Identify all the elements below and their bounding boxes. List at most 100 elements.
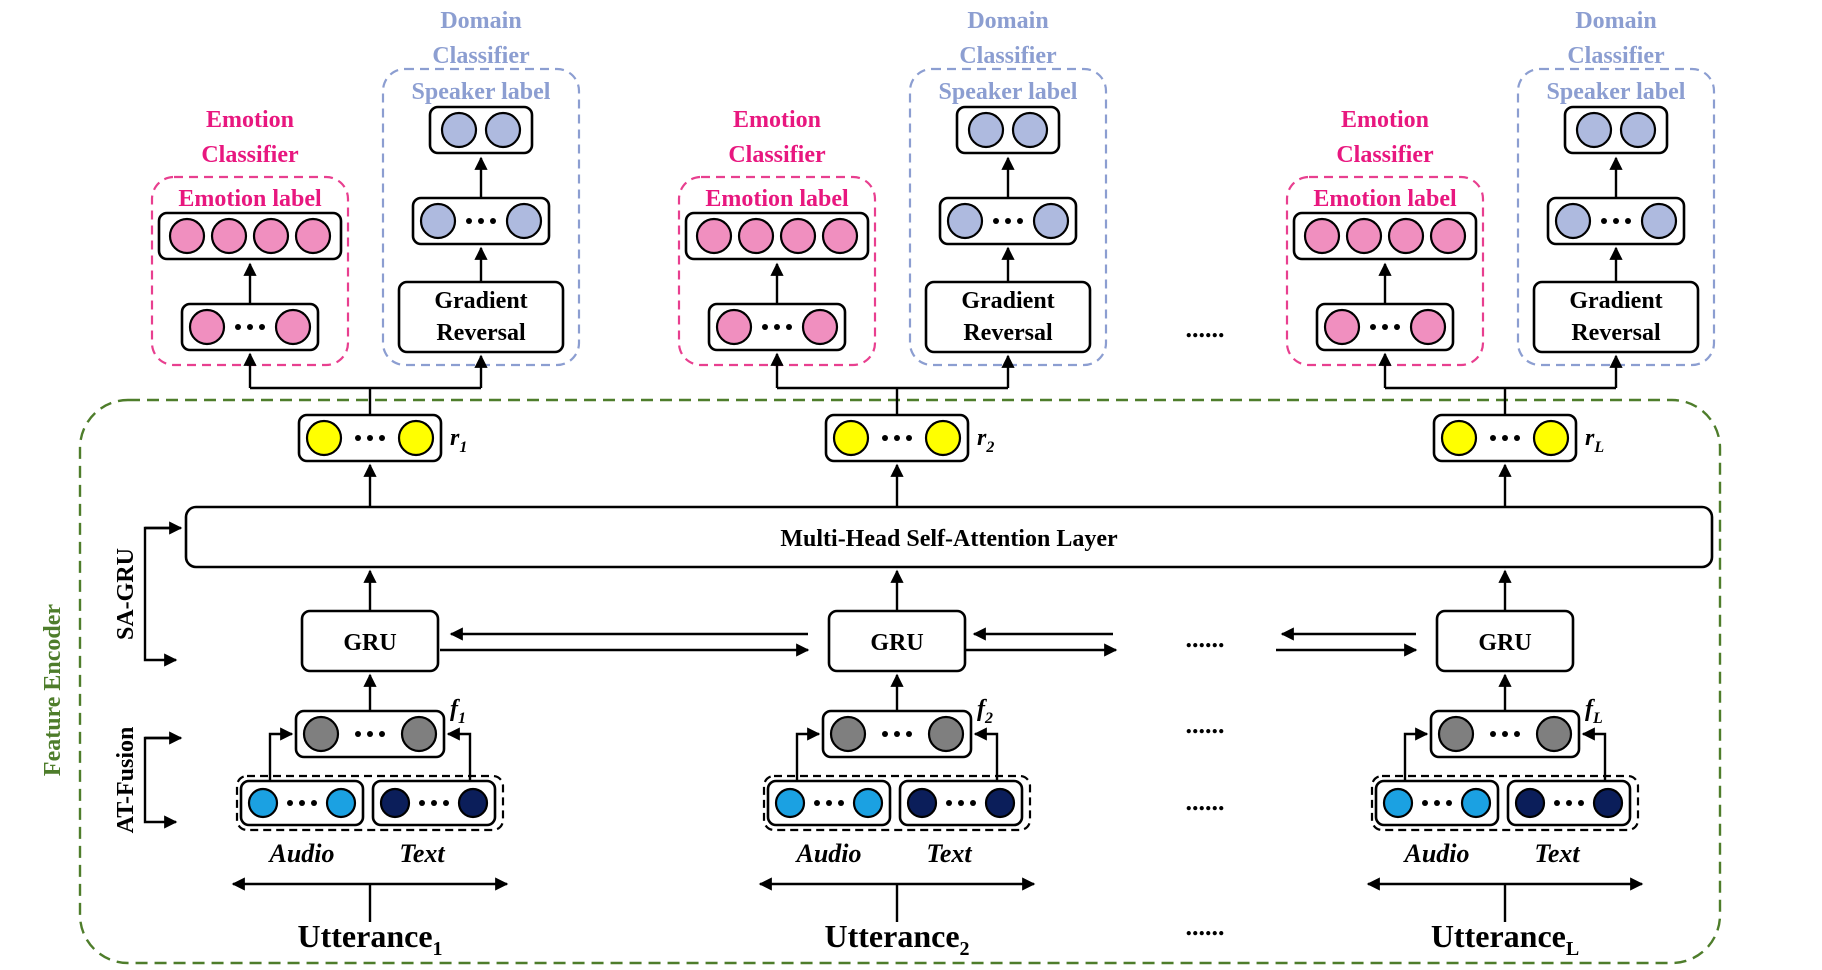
gru-label: GRU [1478, 630, 1531, 656]
fused-feature-label-subscript: 1 [458, 710, 466, 727]
ellipsis-dot [786, 324, 792, 330]
ellipsis-dot [367, 435, 373, 441]
emotion-hidden-node [1409, 308, 1447, 346]
ellipsis-dot [970, 800, 976, 806]
ellipsis-dot [490, 218, 496, 224]
ellipsis-dot [814, 800, 820, 806]
emotion-label-node [1387, 217, 1425, 255]
emotion-label-node [695, 217, 733, 255]
gradient-reversal-label: Gradient [1569, 288, 1662, 314]
output-vector-label-subscript: L [1593, 439, 1604, 456]
gradient-reversal-box [397, 280, 565, 354]
emotion-hidden-node [715, 308, 753, 346]
utterance-label-base: Utterance [1431, 918, 1566, 954]
emotion-classifier-title: Emotion [733, 107, 821, 133]
ellipsis-gru: ...... [1186, 624, 1225, 653]
emotion-hidden-node [1323, 308, 1361, 346]
gradient-reversal-box [1532, 280, 1700, 354]
utterance-label: UtteranceL [1431, 918, 1579, 960]
emotion-label-node [1345, 217, 1383, 255]
emotion-classifier-title: Emotion [1341, 107, 1429, 133]
attention-layer-label: Multi-Head Self-Attention Layer [780, 526, 1118, 552]
gradient-reversal-box [924, 280, 1092, 354]
audio-vector-node [774, 787, 806, 819]
audio-to-fusion-arrow [795, 727, 821, 781]
ellipsis-dot [774, 324, 780, 330]
speaker-label-node [1619, 111, 1657, 149]
text-to-fusion-arrow [1581, 727, 1607, 781]
domain-hidden-node [1640, 202, 1678, 240]
fused-feature-label-subscript: L [1592, 710, 1603, 727]
text-label: Text [926, 839, 972, 868]
emotion-classifier-title: Emotion [206, 107, 294, 133]
text-label: Text [399, 839, 445, 868]
gradient-reversal-label: Reversal [1571, 320, 1661, 346]
ellipsis-dot [894, 731, 900, 737]
ellipsis-dot [355, 731, 361, 737]
ellipsis-dot [894, 435, 900, 441]
text-vector-node [379, 787, 411, 819]
utterance-label-subscript: L [1566, 938, 1579, 960]
fused-feature-node [829, 715, 867, 753]
ellipsis-dot [882, 731, 888, 737]
ellipsis-dot [1502, 435, 1508, 441]
ellipsis-dot [1446, 800, 1452, 806]
ellipsis-dot [762, 324, 768, 330]
emotion-label-title: Emotion label [1313, 186, 1457, 212]
at-fusion-label: AT-Fusion [113, 727, 139, 834]
ellipsis-dot [1578, 800, 1584, 806]
ellipsis-dot [379, 731, 385, 737]
emotion-label-node [1429, 217, 1467, 255]
output-vector-label: r2 [977, 425, 994, 456]
ellipsis-dot [367, 731, 373, 737]
gradient-reversal-label: Gradient [961, 288, 1054, 314]
domain-hidden-node [1032, 202, 1070, 240]
emotion-label-node [821, 217, 859, 255]
ellipsis-dot [993, 218, 999, 224]
ellipsis-dot [1017, 218, 1023, 224]
fused-feature-label: fL [1585, 696, 1603, 727]
text-vector-node [906, 787, 938, 819]
domain-classifier-title: Classifier [1567, 43, 1665, 69]
audio-label: Audio [267, 839, 334, 868]
fused-feature-node [400, 715, 438, 753]
speaker-label-title: Speaker label [1547, 79, 1686, 105]
ellipsis-dot [838, 800, 844, 806]
fused-feature-node [1535, 715, 1573, 753]
audio-vector-node [1460, 787, 1492, 819]
emotion-classifier-title: Classifier [728, 142, 826, 168]
at-fusion-bracket: AT-Fusion [113, 727, 183, 834]
ellipsis-dot [882, 435, 888, 441]
gru-label: GRU [870, 630, 923, 656]
emotion-label-node [779, 217, 817, 255]
emotion-label-node [168, 217, 206, 255]
output-vector-node [1440, 419, 1478, 457]
modality-group-frame [235, 774, 505, 832]
gru-box [1435, 609, 1575, 673]
output-vector-label-base: r [977, 425, 987, 451]
emotion-classifier-title: Classifier [201, 142, 299, 168]
text-to-fusion-arrow [446, 727, 472, 781]
ellipsis-dot [1601, 218, 1607, 224]
ellipsis-dot [906, 731, 912, 737]
domain-classifier-title: Domain [440, 8, 521, 34]
utterance-label-base: Utterance [297, 918, 432, 954]
audio-to-fusion-arrow [268, 727, 294, 781]
emotion-label-node [737, 217, 775, 255]
ellipsis-dot [478, 218, 484, 224]
attention-layer-box [184, 505, 1714, 569]
emotion-label-title: Emotion label [178, 186, 322, 212]
fused-feature-node [927, 715, 965, 753]
text-vector-node [984, 787, 1016, 819]
ellipsis-dot [299, 800, 305, 806]
output-vector-label-base: r [1585, 425, 1595, 451]
domain-hidden-node [1554, 202, 1592, 240]
audio-label: Audio [794, 839, 861, 868]
ellipsis-dot [235, 324, 241, 330]
gradient-reversal-label: Reversal [963, 320, 1053, 346]
fused-feature-node [302, 715, 340, 753]
ellipsis-dot [287, 800, 293, 806]
fused-feature-label: f1 [450, 696, 466, 727]
